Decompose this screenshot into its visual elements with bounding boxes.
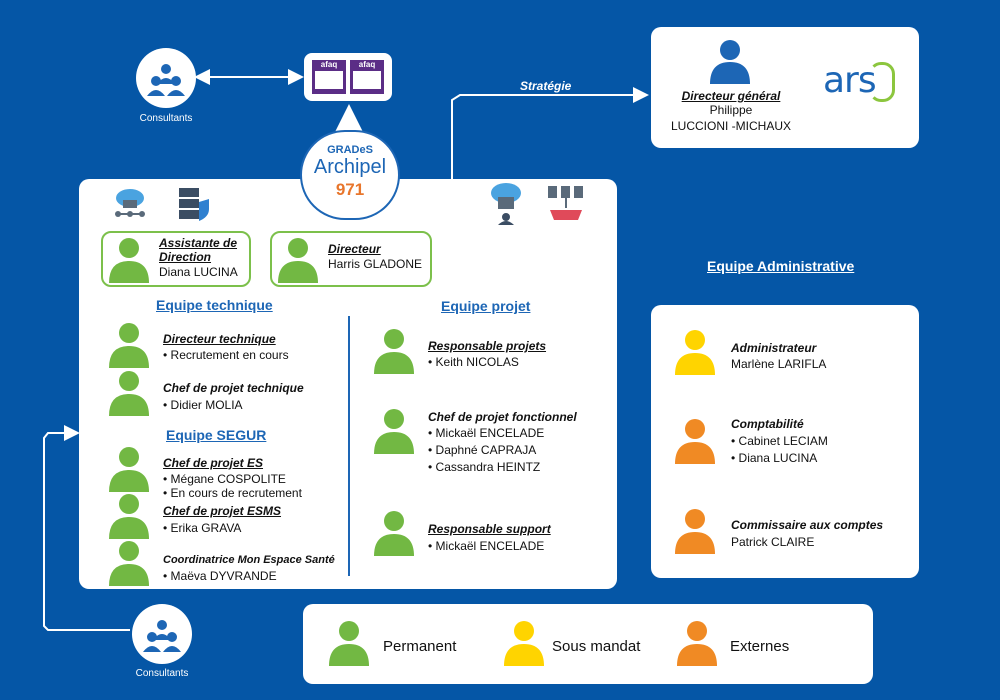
segur-member-1-role: Chef de projet ES [163,456,264,470]
admin-member-2-line-2: • Diana LUCINA [731,451,818,465]
person-icon [675,330,715,375]
person-icon [675,419,715,464]
consultants-top-label: Consultants [139,113,193,124]
person-icon [677,621,717,666]
directeur-general-name-1: Philippe [709,103,753,117]
person-icon [329,621,369,666]
person-icon [278,238,318,283]
segur-member-1-line-2: • En cours de recrutement [163,486,302,500]
projet-member-3-line-1: • Mickaël ENCELADE [428,539,545,553]
person-icon [109,494,149,539]
tech-member-2-role: Chef de projet technique [163,381,304,395]
consultants-top-circle[interactable] [136,48,196,108]
tech-member-1-line-1: • Recrutement en cours [163,348,289,362]
admin-member-3-role: Commissaire aux comptes [731,518,884,532]
assistante-role-2: Direction [159,250,212,264]
tech-member-2-line-1: • Didier MOLIA [163,398,243,412]
projet-member-2-line-3: • Cassandra HEINTZ [428,460,541,474]
person-icon [374,511,414,556]
segur-member-2-line-1: • Erika GRAVA [163,521,242,535]
person-icon [109,447,149,492]
projet-member-1-role: Responsable projets [428,339,547,353]
admin-member-2-role: Comptabilité [731,417,804,431]
directeur-general-name-2: LUCCIONI -MICHAUX [670,119,791,133]
projet-member-2-role: Chef de projet fonctionnel [428,410,577,424]
person-icon [374,329,414,374]
legend-externes: Externes [730,638,790,655]
directeur-name: Harris GLADONE [328,257,423,271]
consultants-bottom-label: Consultants [135,668,189,679]
database-network-icon [548,186,583,220]
person-icon [710,40,750,84]
tech-member-1-role: Directeur technique [163,332,276,346]
equipe-technique-title: Equipe technique [156,297,273,313]
consultants-bottom-circle[interactable] [132,604,192,664]
cloud-network-icon [115,189,145,217]
admin-member-1-role: Administrateur [731,341,817,355]
projet-member-2-line-2: • Daphné CAPRAJA [428,443,537,457]
legend-sous-mandat: Sous mandat [552,638,641,655]
equipe-segur-title: Equipe SEGUR [166,427,267,443]
admin-member-2-line-1: • Cabinet LECIAM [731,434,828,448]
directeur-box: Directeur Harris GLADONE [270,231,432,287]
person-icon [109,371,149,416]
archipel-logo: GRADeS Archipel 971 [300,130,400,220]
assistante-box: Assistante de Direction Diana LUCINA [101,231,251,287]
legend-panel: Permanent Sous mandat Externes [303,604,873,684]
admin-member-3-line-1: Patrick CLAIRE [731,535,815,549]
afaq-badge-2: afaq [350,60,384,94]
people-group-icon [143,620,181,652]
person-icon [109,323,149,368]
projet-member-3-role: Responsable support [428,522,551,536]
assistante-name: Diana LUCINA [159,265,238,279]
person-icon [374,409,414,454]
segur-member-3-role: Coordinatrice Mon Espace Santé [163,554,335,566]
assistante-role-1: Assistante de [159,236,238,250]
directeur-role: Directeur [328,242,381,256]
admin-member-1-line-1: Marlène LARIFLA [731,357,827,371]
projet-member-2-line-1: • Mickaël ENCELADE [428,426,545,440]
people-group-icon [147,64,185,96]
projet-member-1-line-1: • Keith NICOLAS [428,355,519,369]
segur-member-2-role: Chef de projet ESMS [163,504,282,518]
certifications-box: afaq afaq [304,53,392,101]
directeur-general-panel: Directeur général Philippe LUCCIONI -MIC… [651,27,919,148]
ars-logo: ars [823,60,895,110]
server-shield-icon [179,188,209,221]
segur-member-1-line-1: • Mégane COSPOLITE [163,472,286,486]
strategie-label: Stratégie [520,79,572,93]
legend-permanent: Permanent [383,638,457,655]
equipe-administrative-title: Equipe Administrative [707,258,855,274]
admin-panel: Administrateur Marlène LARIFLA Comptabil… [651,305,919,578]
directeur-general-role: Directeur général [681,89,781,103]
column-divider [348,316,350,576]
person-icon [675,509,715,554]
person-icon [109,238,149,283]
equipe-projet-title: Equipe projet [441,298,531,314]
cloud-server-icon [491,183,521,225]
afaq-badge-1: afaq [312,60,346,94]
segur-member-3-line-1: • Maëva DYVRANDE [163,569,277,583]
person-icon [504,621,544,666]
person-icon [109,541,149,586]
